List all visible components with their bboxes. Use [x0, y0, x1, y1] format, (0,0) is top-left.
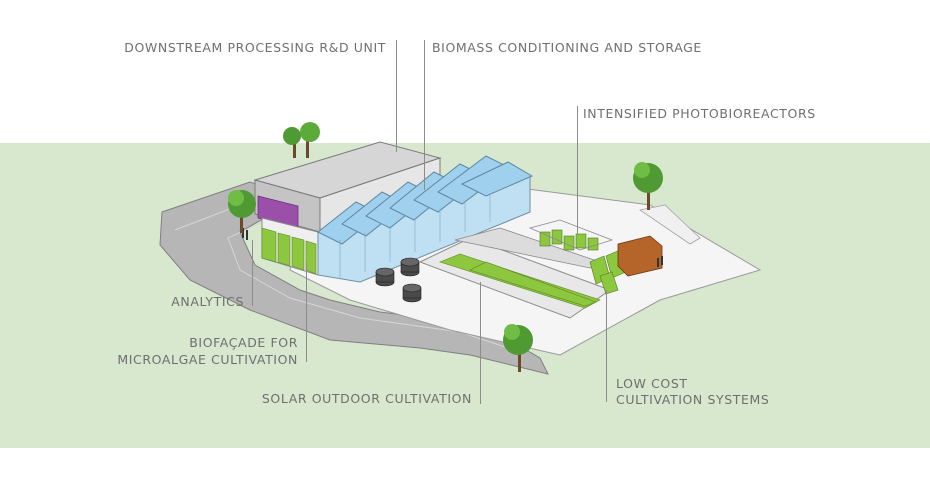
leader-lowcost — [606, 290, 607, 402]
label-photobioreactors: INTENSIFIED PHOTOBIOREACTORS — [583, 106, 816, 121]
label-biomass: BIOMASS CONDITIONING AND STORAGE — [432, 40, 702, 55]
greenhouse-mullions — [339, 194, 491, 279]
tree-left — [228, 190, 256, 233]
leader-photobioreactors — [577, 106, 578, 234]
container — [617, 235, 663, 277]
label-biofacade-line2: MICROALGAE CULTIVATION — [117, 352, 298, 367]
label-downstream: DOWNSTREAM PROCESSING R&D UNIT — [124, 40, 386, 55]
tree-right — [633, 162, 663, 210]
leader-biomass — [424, 40, 425, 190]
low-cost-systems — [589, 249, 627, 295]
tree-top — [283, 122, 320, 158]
label-solar: SOLAR OUTDOOR CULTIVATION — [261, 391, 472, 406]
leader-analytics — [252, 240, 253, 306]
right-path — [638, 204, 701, 245]
leader-downstream — [396, 40, 397, 152]
biofacade — [261, 227, 317, 275]
label-lowcost-line2: CULTIVATION SYSTEMS — [616, 392, 770, 407]
label-lowcost-line1: LOW COST — [616, 376, 688, 391]
tree-bottom — [503, 324, 533, 372]
leader-biofacade — [306, 262, 307, 362]
storage-tanks — [375, 257, 422, 303]
pbr-frame — [528, 219, 614, 251]
photobioreactors — [539, 229, 599, 251]
label-biofacade-line1: BIOFAÇADE FOR — [189, 335, 298, 350]
leader-solar — [480, 282, 481, 404]
greenhouse-roofs — [317, 155, 534, 245]
raceway-ponds — [439, 253, 601, 309]
label-analytics: ANALYTICS — [171, 294, 244, 309]
